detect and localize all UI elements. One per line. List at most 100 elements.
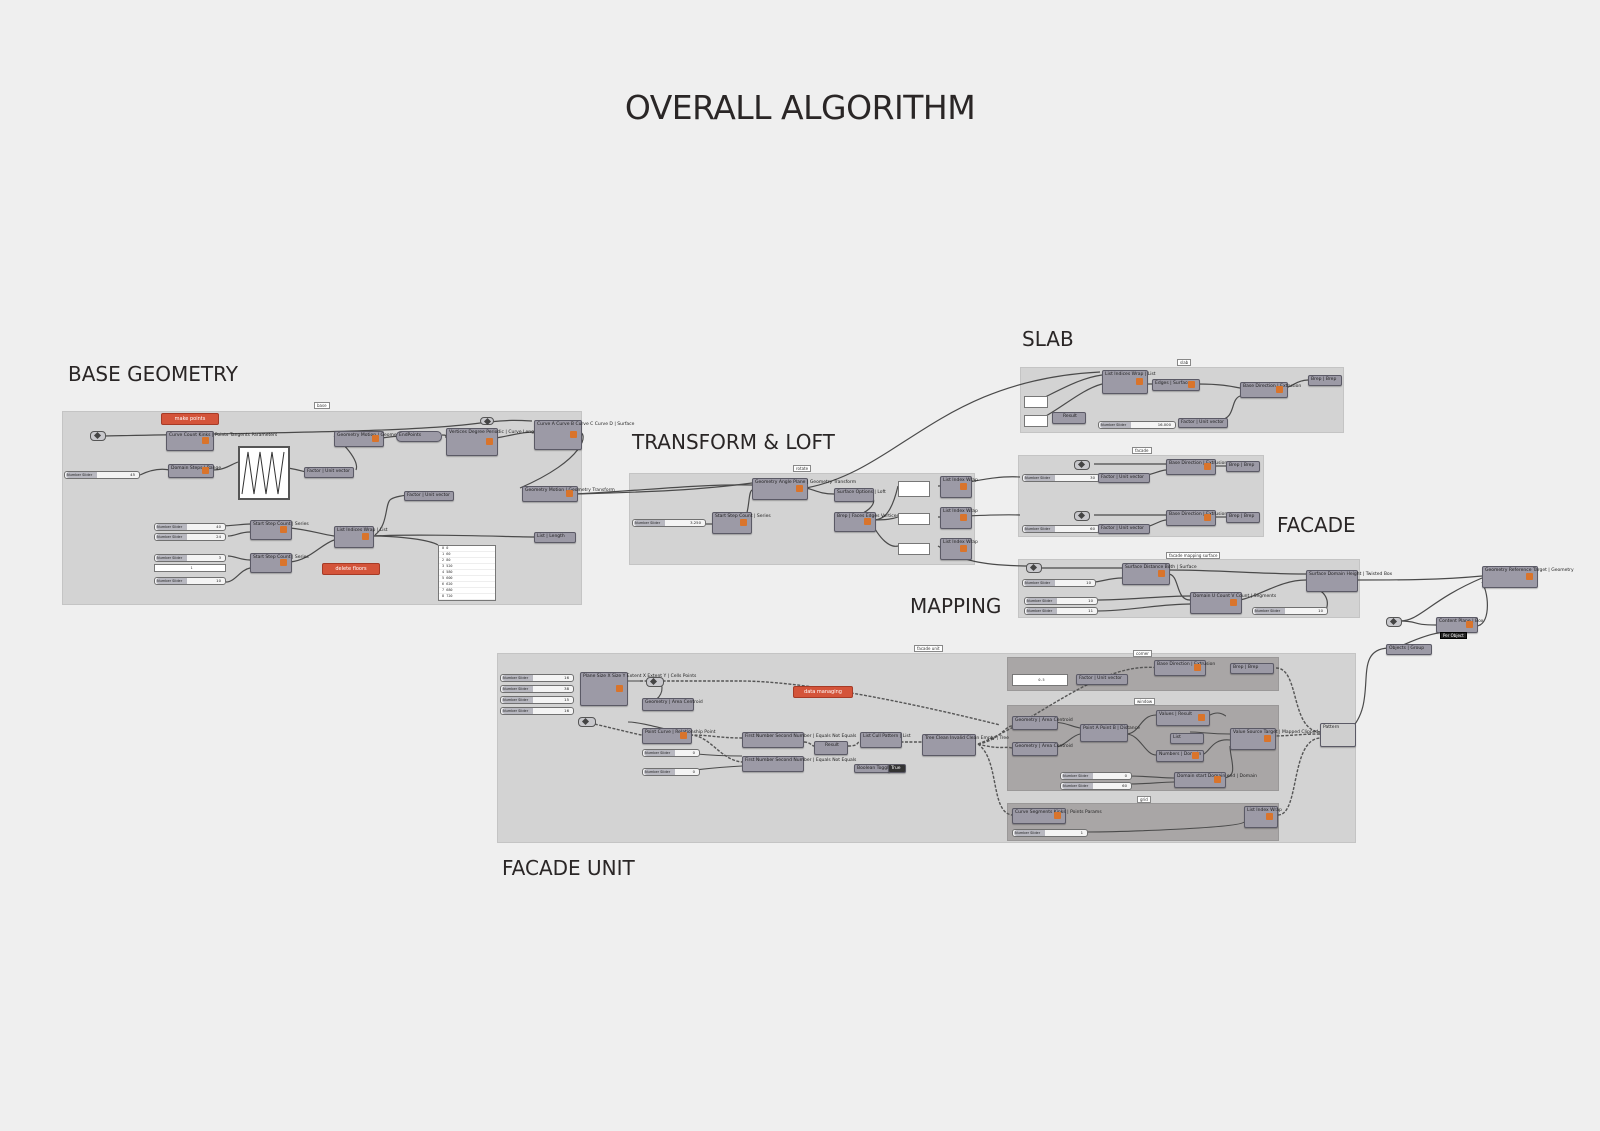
comp-fac-extrude-1[interactable]: Base Direction | Extrusion (1166, 459, 1227, 475)
panel-floor-heights[interactable]: 0 0 1 60 2 80 3 520 4 580 5 600 6 620 7 … (438, 545, 496, 601)
comp-list-3[interactable]: List Index Wrap (940, 538, 978, 560)
comp-brep-edges[interactable]: Brep | Faces Edges Vertices (834, 512, 899, 532)
comp-fac-brep-1[interactable]: Brep | Brep (1226, 461, 1260, 472)
comp-rotate[interactable]: Geometry Angle Plane | Geometry Transfor… (752, 478, 856, 500)
comp-list-1[interactable]: List Index Wrap (940, 476, 978, 498)
comp-loft-options[interactable]: Surface Options | Loft (834, 488, 886, 502)
curve-param-icon[interactable] (90, 431, 106, 441)
comp-polyline[interactable]: Vertices Degree Periodic | Curve Length … (446, 428, 557, 456)
comp-fu-area[interactable]: Geometry | Area Centroid (642, 698, 703, 711)
comp-map-offset[interactable]: Surface Distance Both | Surface (1122, 563, 1197, 585)
comp-unit-z[interactable]: Factor | Unit vector (404, 491, 454, 501)
comp-fu-distance[interactable]: Point A Point B | Distance (1080, 724, 1140, 742)
comp-fu-area-2[interactable]: Geometry | Area Centroid (1012, 716, 1073, 730)
comp-slab-unit[interactable]: Factor | Unit vector (1178, 418, 1228, 428)
comp-fac-unit-1[interactable]: Factor | Unit vector (1098, 473, 1150, 483)
comp-loft[interactable]: Curve A Curve B Curve C Curve D | Surfac… (534, 420, 634, 450)
panel-base-5[interactable]: 1 (154, 564, 226, 572)
comp-fu-extrude[interactable]: Base Direction | Extrusion (1154, 660, 1215, 676)
note-delete-floors[interactable]: delete floors (322, 563, 380, 575)
comp-fac-brep-2[interactable]: Brep | Brep (1226, 512, 1260, 523)
comp-move-2[interactable]: Geometry Motion | Geometry Transform (522, 486, 615, 502)
comp-group[interactable]: Objects | Group (1386, 644, 1432, 655)
facade-param-icon-1[interactable] (1074, 460, 1090, 470)
comp-move[interactable]: Geometry Motion | Geometry Transform (334, 431, 427, 447)
comp-slab-result[interactable]: Result (1052, 412, 1086, 424)
comp-fu-or[interactable]: Result (814, 741, 848, 755)
comp-list-length[interactable]: List | Length (534, 532, 576, 543)
comp-bbox[interactable]: Content Plane | Box (1436, 617, 1483, 633)
comp-fu-containment[interactable]: Point Curve | Relationship Point (642, 728, 715, 744)
panel-fu-value[interactable]: 0.5 (1012, 674, 1068, 686)
panel-index-2[interactable] (898, 513, 930, 525)
note-data-managing[interactable]: data managing (793, 686, 853, 698)
comp-fu-cull[interactable]: List Cull Pattern | List (860, 732, 911, 748)
graph-mapper[interactable] (238, 446, 290, 500)
comp-fu-list-3[interactable]: List Index Wrap (1244, 806, 1282, 828)
comp-slab-srf[interactable]: Edges | Surfaces (1152, 379, 1200, 391)
comp-fu-area-3[interactable]: Geometry | Area Centroid (1012, 742, 1073, 756)
comp-unit-x[interactable]: Factor | Unit vector (304, 467, 354, 478)
comp-slab-extrude[interactable]: Base Direction | Extrusion (1240, 382, 1301, 398)
fu-param-icon-1[interactable] (646, 677, 664, 687)
comp-map-divide[interactable]: Domain U Count V Count | Segments (1190, 592, 1276, 614)
comp-fu-brep[interactable]: Brep | Brep (1230, 663, 1274, 674)
comp-fac-unit-2[interactable]: Factor | Unit vector (1098, 524, 1150, 534)
panel-slab-a[interactable] (1024, 396, 1048, 408)
note-make-points[interactable]: make points (161, 413, 219, 425)
panel-index-3[interactable] (898, 543, 930, 555)
mapping-param-icon[interactable] (1026, 563, 1042, 573)
comp-fu-clean-tree[interactable]: Tree Clean Invalid Clean Empty | Tree (922, 734, 1009, 756)
comp-fu-mass[interactable]: Values | Result (1156, 710, 1210, 726)
comp-fu-unit[interactable]: Factor | Unit vector (1076, 674, 1128, 685)
toggle-fu-bool-value[interactable]: True (888, 764, 906, 773)
toggle-fu-bool[interactable]: Boolean Toggle (854, 764, 891, 773)
comp-fu-list-2[interactable]: List (1170, 733, 1204, 744)
comp-fu-bounds[interactable]: Numbers | Domain (1156, 750, 1204, 762)
fu-param-icon-2[interactable] (578, 717, 596, 727)
comp-map-box[interactable]: Surface Domain Height | Twisted Box (1306, 570, 1392, 592)
geometry-param-icon[interactable] (480, 417, 494, 425)
panel-slab-b[interactable] (1024, 415, 1048, 427)
panel-index-1[interactable] (898, 481, 930, 497)
morph-param-icon[interactable] (1386, 617, 1402, 627)
facade-param-icon-2[interactable] (1074, 511, 1090, 521)
comp-fu-remap[interactable]: Value Source Target | Mapped Clipped (1230, 728, 1318, 750)
comp-series-tl[interactable]: Start Step Count | Series (712, 512, 771, 534)
comp-fu-domain[interactable]: Domain start Domain end | Domain (1174, 772, 1257, 788)
comp-list-2[interactable]: List Index Wrap (940, 507, 978, 529)
comp-morph[interactable]: Geometry Reference Target | Geometry (1482, 566, 1574, 588)
comp-fu-divide-curve[interactable]: Curve Segments Kinks | Points Params (1012, 808, 1102, 824)
comp-fu-equals-1[interactable]: First Number Second Number | Equals Not … (742, 732, 856, 748)
comp-fac-extrude-2[interactable]: Base Direction | Extrusion (1166, 510, 1227, 526)
comp-list-item[interactable]: List Indices Wrap | List (334, 526, 388, 548)
comp-series-2[interactable]: Start Step Count | Series (250, 553, 309, 573)
comp-fu-rect-grid[interactable]: Plane Size X Size Y Extent X Extent Y | … (580, 672, 696, 706)
comp-slab-brep[interactable]: Brep | Brep (1308, 375, 1342, 386)
comp-fu-weave[interactable]: Pattern (1320, 723, 1356, 747)
comp-series-1[interactable]: Start Step Count | Series (250, 520, 309, 540)
comp-points[interactable]: Curve Count Kinks | Points Tangents Para… (166, 431, 277, 451)
comp-range[interactable]: Domain Steps | Range (168, 464, 221, 478)
comp-slab-list[interactable]: List Indices Wrap | List (1102, 370, 1156, 394)
